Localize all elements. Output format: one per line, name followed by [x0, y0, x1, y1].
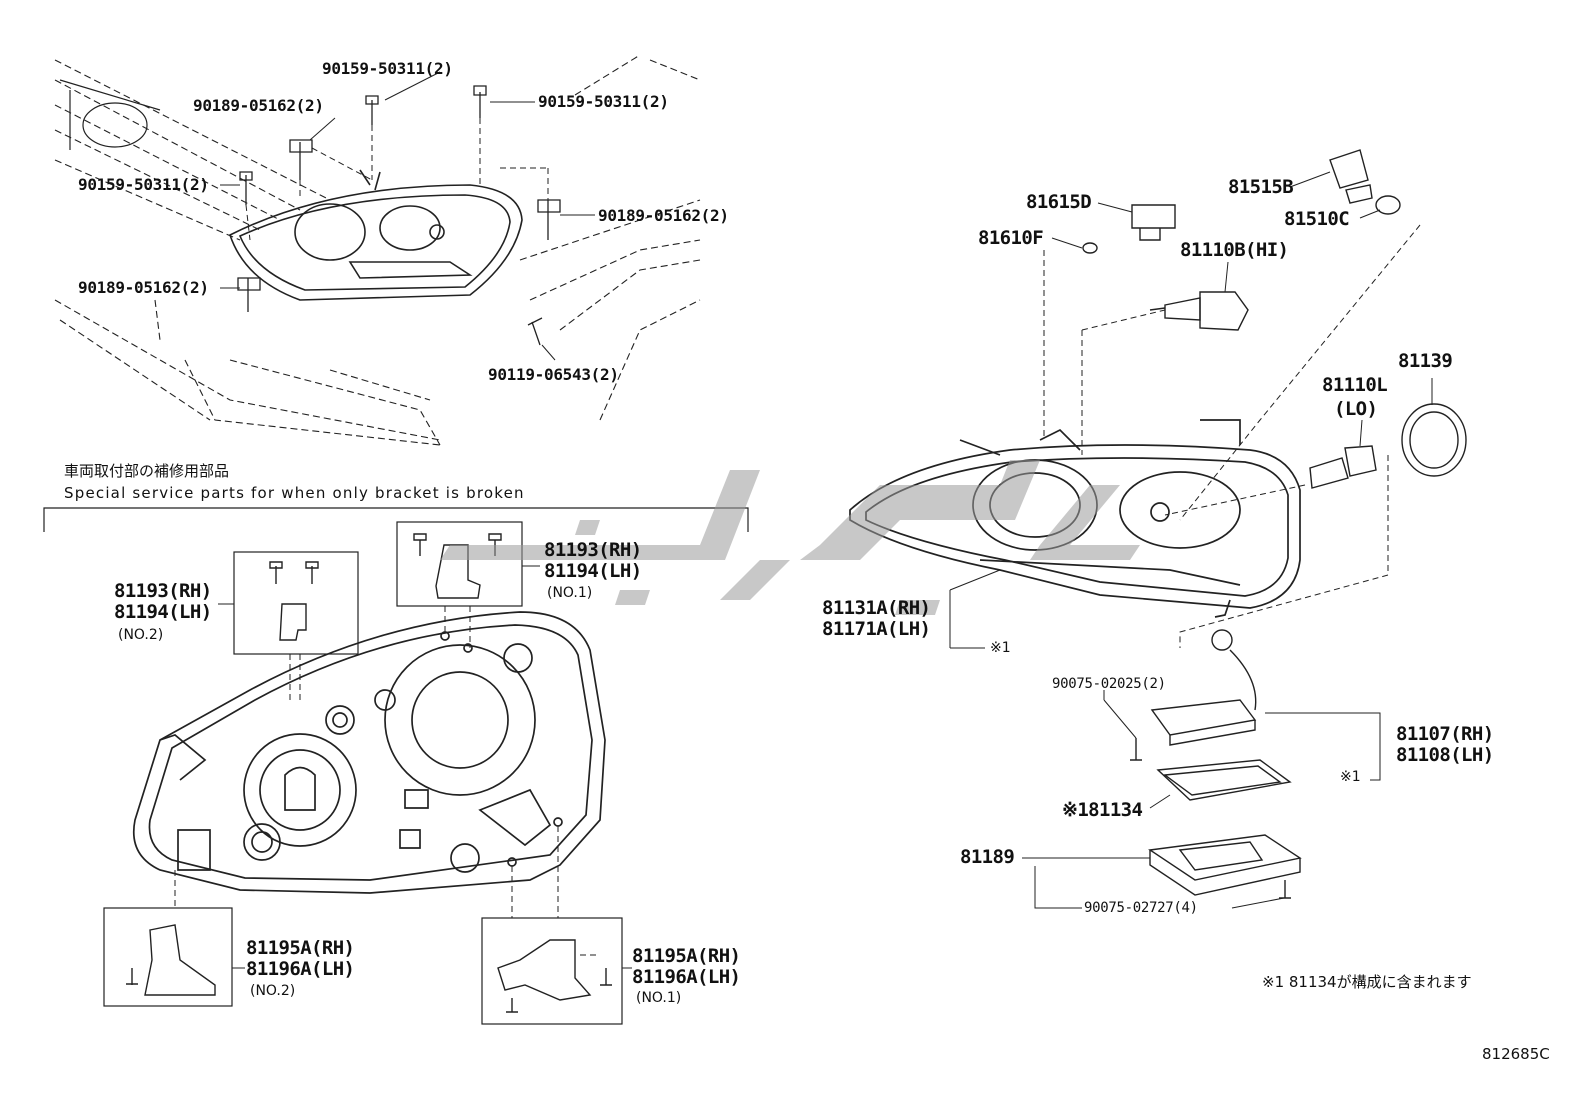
callout-81134: ※181134	[1062, 799, 1143, 821]
bracket-parts	[126, 533, 612, 1013]
vehicle-emblem	[59, 79, 161, 150]
note-japanese-heading: 車両取付部の補修用部品	[64, 462, 230, 480]
callout-81193-no2-rh: 81193(RH)	[114, 580, 212, 602]
callout-81515b: 81515B	[1228, 176, 1294, 198]
callout-81195a-no1-rh: 81195A(RH)	[632, 945, 741, 967]
callout-81615d: 81615D	[1026, 191, 1092, 213]
callout-81610f: 81610F	[978, 227, 1044, 249]
callout-81510c: 81510C	[1284, 208, 1350, 230]
callout-81110b-hi: 81110B(HI)	[1180, 239, 1289, 261]
callout-90159-50311-right: 90159-50311(2)	[538, 92, 669, 111]
callout-90189-05162-right: 90189-05162(2)	[598, 206, 729, 225]
callout-81171a-lh: 81171A(LH)	[822, 618, 931, 640]
callout-81196a-no1-lh: 81196A(LH)	[632, 966, 741, 988]
drawing-code: 812685C	[1482, 1045, 1550, 1063]
callout-81194-no2-lh: 81194(LH)	[114, 601, 212, 623]
callout-81110l: 81110L	[1322, 374, 1388, 396]
callout-90075-02025: 90075-02025(2)	[1052, 676, 1166, 692]
callout-90189-05162-top: 90189-05162(2)	[193, 96, 324, 115]
callout-81193-no1-rh: 81193(RH)	[544, 539, 642, 561]
callout-81195a-no2-rh: 81195A(RH)	[246, 937, 355, 959]
fasteners-top	[237, 85, 561, 346]
callout-90159-50311-left: 90159-50311(2)	[78, 175, 209, 194]
callout-mark1-headlamp: ※1	[990, 640, 1011, 656]
leader-lines-bracket	[174, 565, 632, 969]
callout-90159-50311-top: 90159-50311(2)	[322, 59, 453, 78]
callout-81189: 81189	[960, 846, 1015, 868]
callout-mark1-ballast: ※1	[1340, 769, 1361, 785]
callout-no1-top: (NO.1)	[547, 585, 593, 601]
callout-81196a-no2-lh: 81196A(LH)	[246, 958, 355, 980]
callout-81131a-rh: 81131A(RH)	[822, 597, 931, 619]
headlamp-rear-view	[132, 611, 606, 894]
headlamp-top-view	[229, 169, 523, 301]
watermark-logo	[440, 460, 1140, 615]
callout-90075-02727: 90075-02727(4)	[1084, 900, 1198, 916]
callout-90189-05162-left: 90189-05162(2)	[78, 278, 209, 297]
ballast-parts	[1130, 629, 1302, 899]
callout-81108-lh: 81108(LH)	[1396, 744, 1494, 766]
callout-lo: (LO)	[1334, 398, 1378, 420]
bracket-section-frame	[43, 507, 749, 1025]
vehicle-front-outline	[54, 54, 701, 446]
callout-81194-no1-lh: 81194(LH)	[544, 560, 642, 582]
callout-no2-top: (NO.2)	[118, 627, 164, 643]
note-english-heading: Special service parts for when only brac…	[64, 484, 525, 502]
footnote: ※1 81134が構成に含まれます	[1262, 973, 1472, 991]
callout-81139: 81139	[1398, 350, 1453, 372]
callout-no1-bottom: (NO.1)	[636, 990, 682, 1006]
bulbs-right	[1082, 149, 1467, 489]
callout-81107-rh: 81107(RH)	[1396, 723, 1494, 745]
callout-90119-06543: 90119-06543(2)	[488, 365, 619, 384]
callout-no2-bottom: (NO.2)	[250, 983, 296, 999]
leader-lines-right	[949, 171, 1433, 909]
leader-lines-top	[220, 71, 595, 361]
